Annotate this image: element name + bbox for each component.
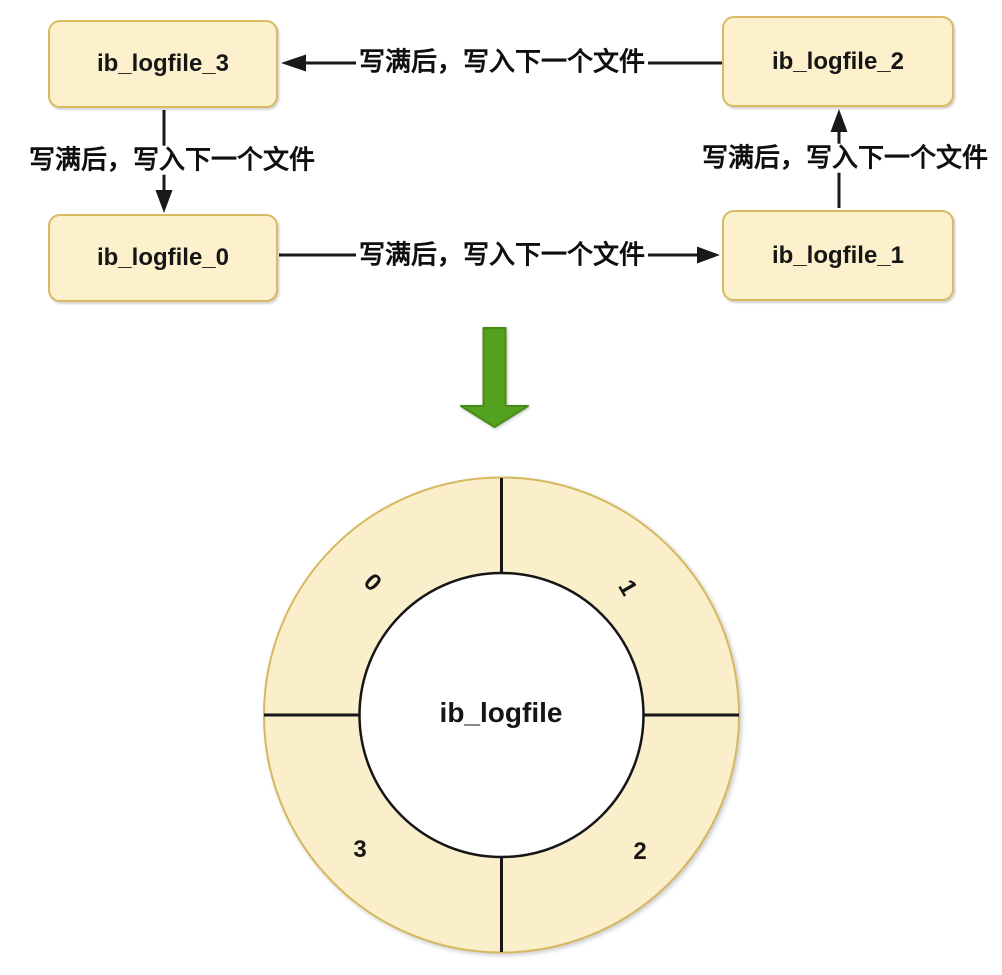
edge-label-0-to-1: 写满后，写入下一个文件	[355, 241, 649, 270]
node-label: ib_logfile_1	[771, 241, 905, 269]
node-ib-logfile-3: ib_logfile_3	[48, 20, 278, 108]
ring-segment-label-2: 2	[633, 838, 647, 865]
ring-center-label: ib_logfile	[439, 697, 563, 728]
green-down-arrow-icon	[460, 327, 529, 428]
arrowhead-down-icon	[155, 190, 173, 213]
ring-segment-label-3: 3	[353, 836, 367, 863]
arrowhead-right-icon	[697, 246, 720, 264]
arrowhead-up-icon	[830, 109, 848, 132]
node-label: ib_logfile_0	[96, 244, 230, 271]
edge-label-3-to-0: 写满后，写入下一个文件	[25, 146, 319, 175]
node-label: ib_logfile_2	[771, 47, 905, 75]
edge-label-2-to-3: 写满后，写入下一个文件	[355, 48, 649, 77]
node-ib-logfile-2: ib_logfile_2	[722, 16, 954, 107]
arrowhead-left-icon	[281, 54, 306, 72]
node-ib-logfile-0: ib_logfile_0	[48, 214, 278, 302]
node-ib-logfile-1: ib_logfile_1	[722, 210, 954, 301]
edge-label-1-to-2: 写满后，写入下一个文件	[698, 144, 992, 173]
node-label: ib_logfile_3	[96, 50, 230, 77]
